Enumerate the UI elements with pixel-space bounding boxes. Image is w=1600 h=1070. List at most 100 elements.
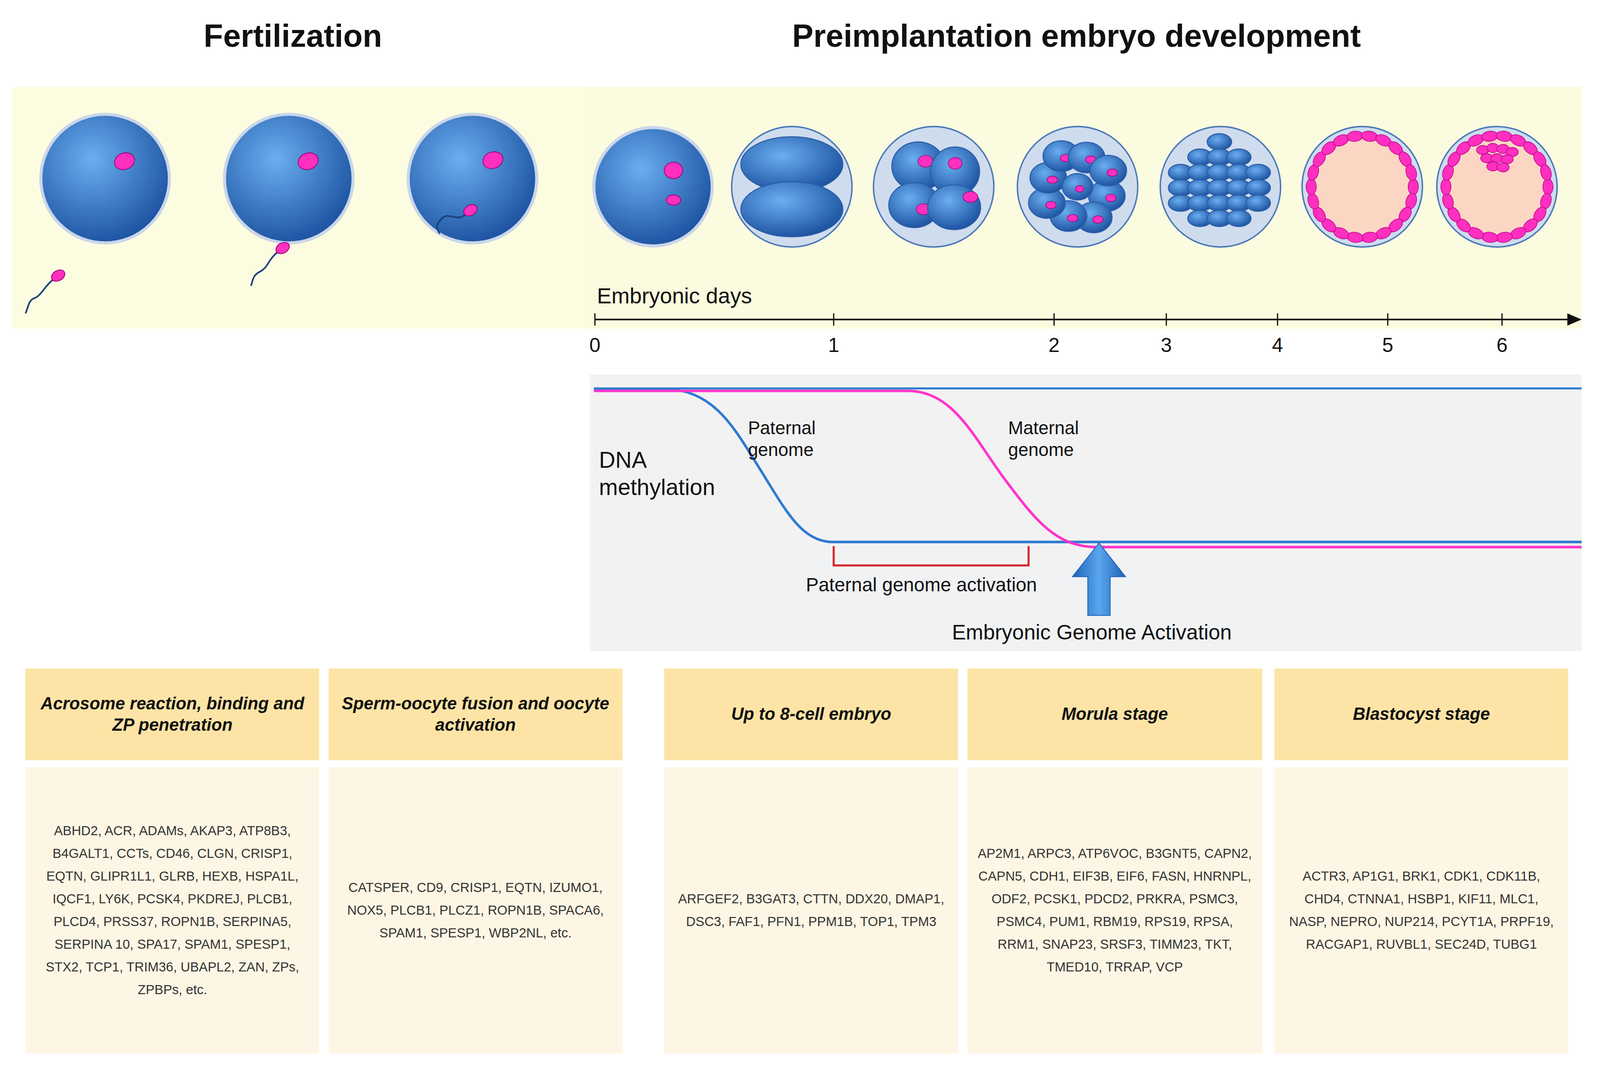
axis-tick <box>1165 313 1167 326</box>
trophectoderm-cell <box>1306 192 1321 211</box>
axis-tick-label: 1 <box>828 332 840 357</box>
blastomere <box>1245 194 1271 212</box>
paternal-curve <box>593 388 1582 542</box>
blastomere-nucleus <box>1107 168 1118 177</box>
zona-pellucida <box>1160 126 1281 247</box>
oocyte <box>408 114 537 243</box>
axis-tick-label: 0 <box>589 332 601 357</box>
annotation-label: Paternal genome <box>747 416 839 461</box>
trophectoderm-cell <box>1542 178 1553 195</box>
zona-pellucida <box>731 126 852 247</box>
blastomere-nucleus <box>962 191 978 203</box>
pronucleus <box>666 194 681 205</box>
blastomere <box>1245 179 1271 197</box>
paternal-top <box>593 387 1582 390</box>
blastomere <box>1089 155 1127 186</box>
oocyte-nucleus <box>112 150 138 173</box>
axis-tick <box>833 313 835 326</box>
oocyte-nucleus <box>295 150 321 173</box>
trophectoderm-cell <box>1346 231 1364 244</box>
blastomere-nucleus <box>1075 185 1084 193</box>
annotation-label: Paternal genome activation <box>805 573 1038 597</box>
axis-tick <box>594 313 596 326</box>
development-panel <box>586 86 1582 329</box>
blastomere <box>740 181 844 237</box>
gene-list: CATSPER, CD9, CRISP1, EQTN, IZUMO1, NOX5… <box>328 767 623 1053</box>
axis-tick <box>1501 313 1503 326</box>
annotation-label: DNA methylation <box>598 446 736 501</box>
axis-tick <box>1276 313 1279 326</box>
sperm-tail <box>436 214 465 234</box>
sperm-head <box>461 202 480 218</box>
oocyte-nucleus <box>480 148 506 172</box>
section-title: Fertilization <box>203 16 383 55</box>
gene-category-box: Sperm-oocyte fusion and oocyte activatio… <box>328 668 623 1054</box>
blastomere <box>1226 210 1251 227</box>
axis-tick-label: 6 <box>1496 332 1508 357</box>
oocyte <box>40 114 170 243</box>
blastomere-nucleus <box>1047 176 1058 184</box>
blastomere-nucleus <box>948 157 963 170</box>
blastomere <box>1245 164 1271 181</box>
annotation-label: Embryonic days <box>597 282 752 310</box>
trophectoderm-cell <box>1360 129 1379 143</box>
axis-tick-label: 5 <box>1382 332 1393 357</box>
trophectoderm-cell <box>1440 192 1456 211</box>
zona-pellucida <box>873 126 994 247</box>
methylation-panel <box>589 374 1582 560</box>
trophectoderm-cell <box>1538 162 1554 182</box>
axis-tick-label: 3 <box>1160 332 1172 357</box>
genome-activation-arrow <box>1072 543 1126 616</box>
axis-tick-label: 2 <box>1048 332 1060 357</box>
gene-list: ARFGEF2, B3GAT3, CTTN, DDX20, DMAP1, DSC… <box>664 767 959 1053</box>
inner-cell-mass <box>1496 162 1510 172</box>
gene-category-box: Morula stageAP2M1, ARPC3, ATP6VOC, B3GNT… <box>967 668 1263 1054</box>
trophectoderm-cell <box>1495 129 1514 143</box>
trophectoderm-cell <box>1481 231 1499 244</box>
sperm-tail <box>251 251 278 286</box>
gene-category-box: Up to 8-cell embryoARFGEF2, B3GAT3, CTTN… <box>664 668 959 1054</box>
blastomere-nucleus <box>1092 215 1104 223</box>
sperm-head <box>273 240 292 257</box>
gene-list: AP2M1, ARPC3, ATP6VOC, B3GNT5, CAPN2, CA… <box>967 767 1263 1053</box>
trophectoderm-cell <box>1306 178 1317 195</box>
maternal-curve <box>593 390 1582 548</box>
gene-list: ACTR3, AP1G1, BRK1, CDK1, CDK11B, CHD4, … <box>1274 767 1569 1053</box>
zona-pellucida <box>1302 126 1423 247</box>
category-heading: Sperm-oocyte fusion and oocyte activatio… <box>328 668 623 761</box>
blastomere <box>1062 173 1093 200</box>
sperm-tail <box>25 279 54 314</box>
category-heading: Acrosome reaction, binding and ZP penetr… <box>25 668 320 761</box>
axis-tick <box>1387 313 1389 326</box>
inner-cell-mass <box>1501 154 1514 164</box>
blastomere-nucleus <box>1045 201 1057 209</box>
gene-category-box: Acrosome reaction, binding and ZP penetr… <box>25 668 320 1054</box>
annotation-label: Embryonic Genome Activation <box>952 620 1232 646</box>
sperm-head <box>49 267 67 284</box>
blastomere-nucleus <box>1105 194 1117 202</box>
activation-bracket <box>833 545 1029 566</box>
oocyte <box>224 114 353 243</box>
axis-tick-label: 4 <box>1272 332 1284 357</box>
blastomere-nucleus <box>918 155 934 168</box>
annotation-label: Maternal genome <box>1007 416 1099 461</box>
zygote <box>593 127 713 247</box>
zona-pellucida <box>1017 126 1138 247</box>
axis-arrowhead <box>1567 313 1582 326</box>
blastocoel <box>1446 135 1549 238</box>
pronucleus <box>664 162 683 179</box>
section-title: Preimplantation embryo development <box>792 16 1361 55</box>
blastomere-nucleus <box>1067 214 1078 222</box>
fertilization-panel <box>12 86 587 329</box>
category-heading: Blastocyst stage <box>1274 668 1569 761</box>
trophectoderm-cell <box>1403 162 1419 182</box>
blastomere <box>1207 133 1232 150</box>
trophectoderm-cell <box>1407 178 1418 195</box>
blastomere <box>927 184 981 230</box>
category-heading: Morula stage <box>967 668 1263 761</box>
blastocoel <box>1311 135 1414 238</box>
zona-pellucida <box>1436 126 1557 247</box>
gene-list: ABHD2, ACR, ADAMs, AKAP3, ATP8B3, B4GALT… <box>25 767 320 1053</box>
blastomere <box>1226 148 1251 166</box>
